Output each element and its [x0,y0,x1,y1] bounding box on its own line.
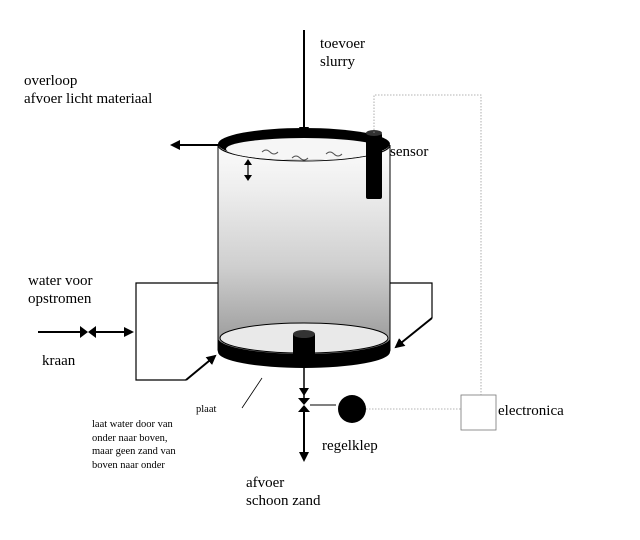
label-control-valve: regelklep [322,438,378,454]
outlet-stub-top [293,330,315,338]
label-overflow: overloop afvoer licht materiaal [24,73,153,107]
outlet-pipe [298,356,366,462]
label-tap: kraan [42,353,76,369]
bowtie-valve-icon [80,326,96,338]
water-inlet [38,282,218,381]
label-plate-note: laat water door van onder naar boven, ma… [92,419,176,471]
sensor-rod [366,130,382,199]
tank-bottom-band [218,338,390,368]
valve-actuator [338,395,366,423]
electronics-unit [366,94,497,431]
tank-top-opening [226,138,382,160]
control-valve-icon [298,398,310,412]
label-electronics: electronica [498,403,564,419]
surface-waves-icon [261,149,343,161]
label-feed-slurry: toevoer slurry [320,36,365,70]
label-water-upflow: water voor opstromen [28,273,93,307]
label-sensor: sensor [390,144,429,160]
outlet-stub [293,334,315,356]
sensor-signal-line [373,94,482,395]
tank [217,128,391,368]
double-arrow-icon [244,159,252,181]
label-discharge-sand: afvoer schoon zand [246,475,321,509]
label-plate: plaat [196,404,217,415]
right-recirculation [390,282,433,349]
plate-leader [241,377,263,409]
electronics-box [460,394,497,431]
